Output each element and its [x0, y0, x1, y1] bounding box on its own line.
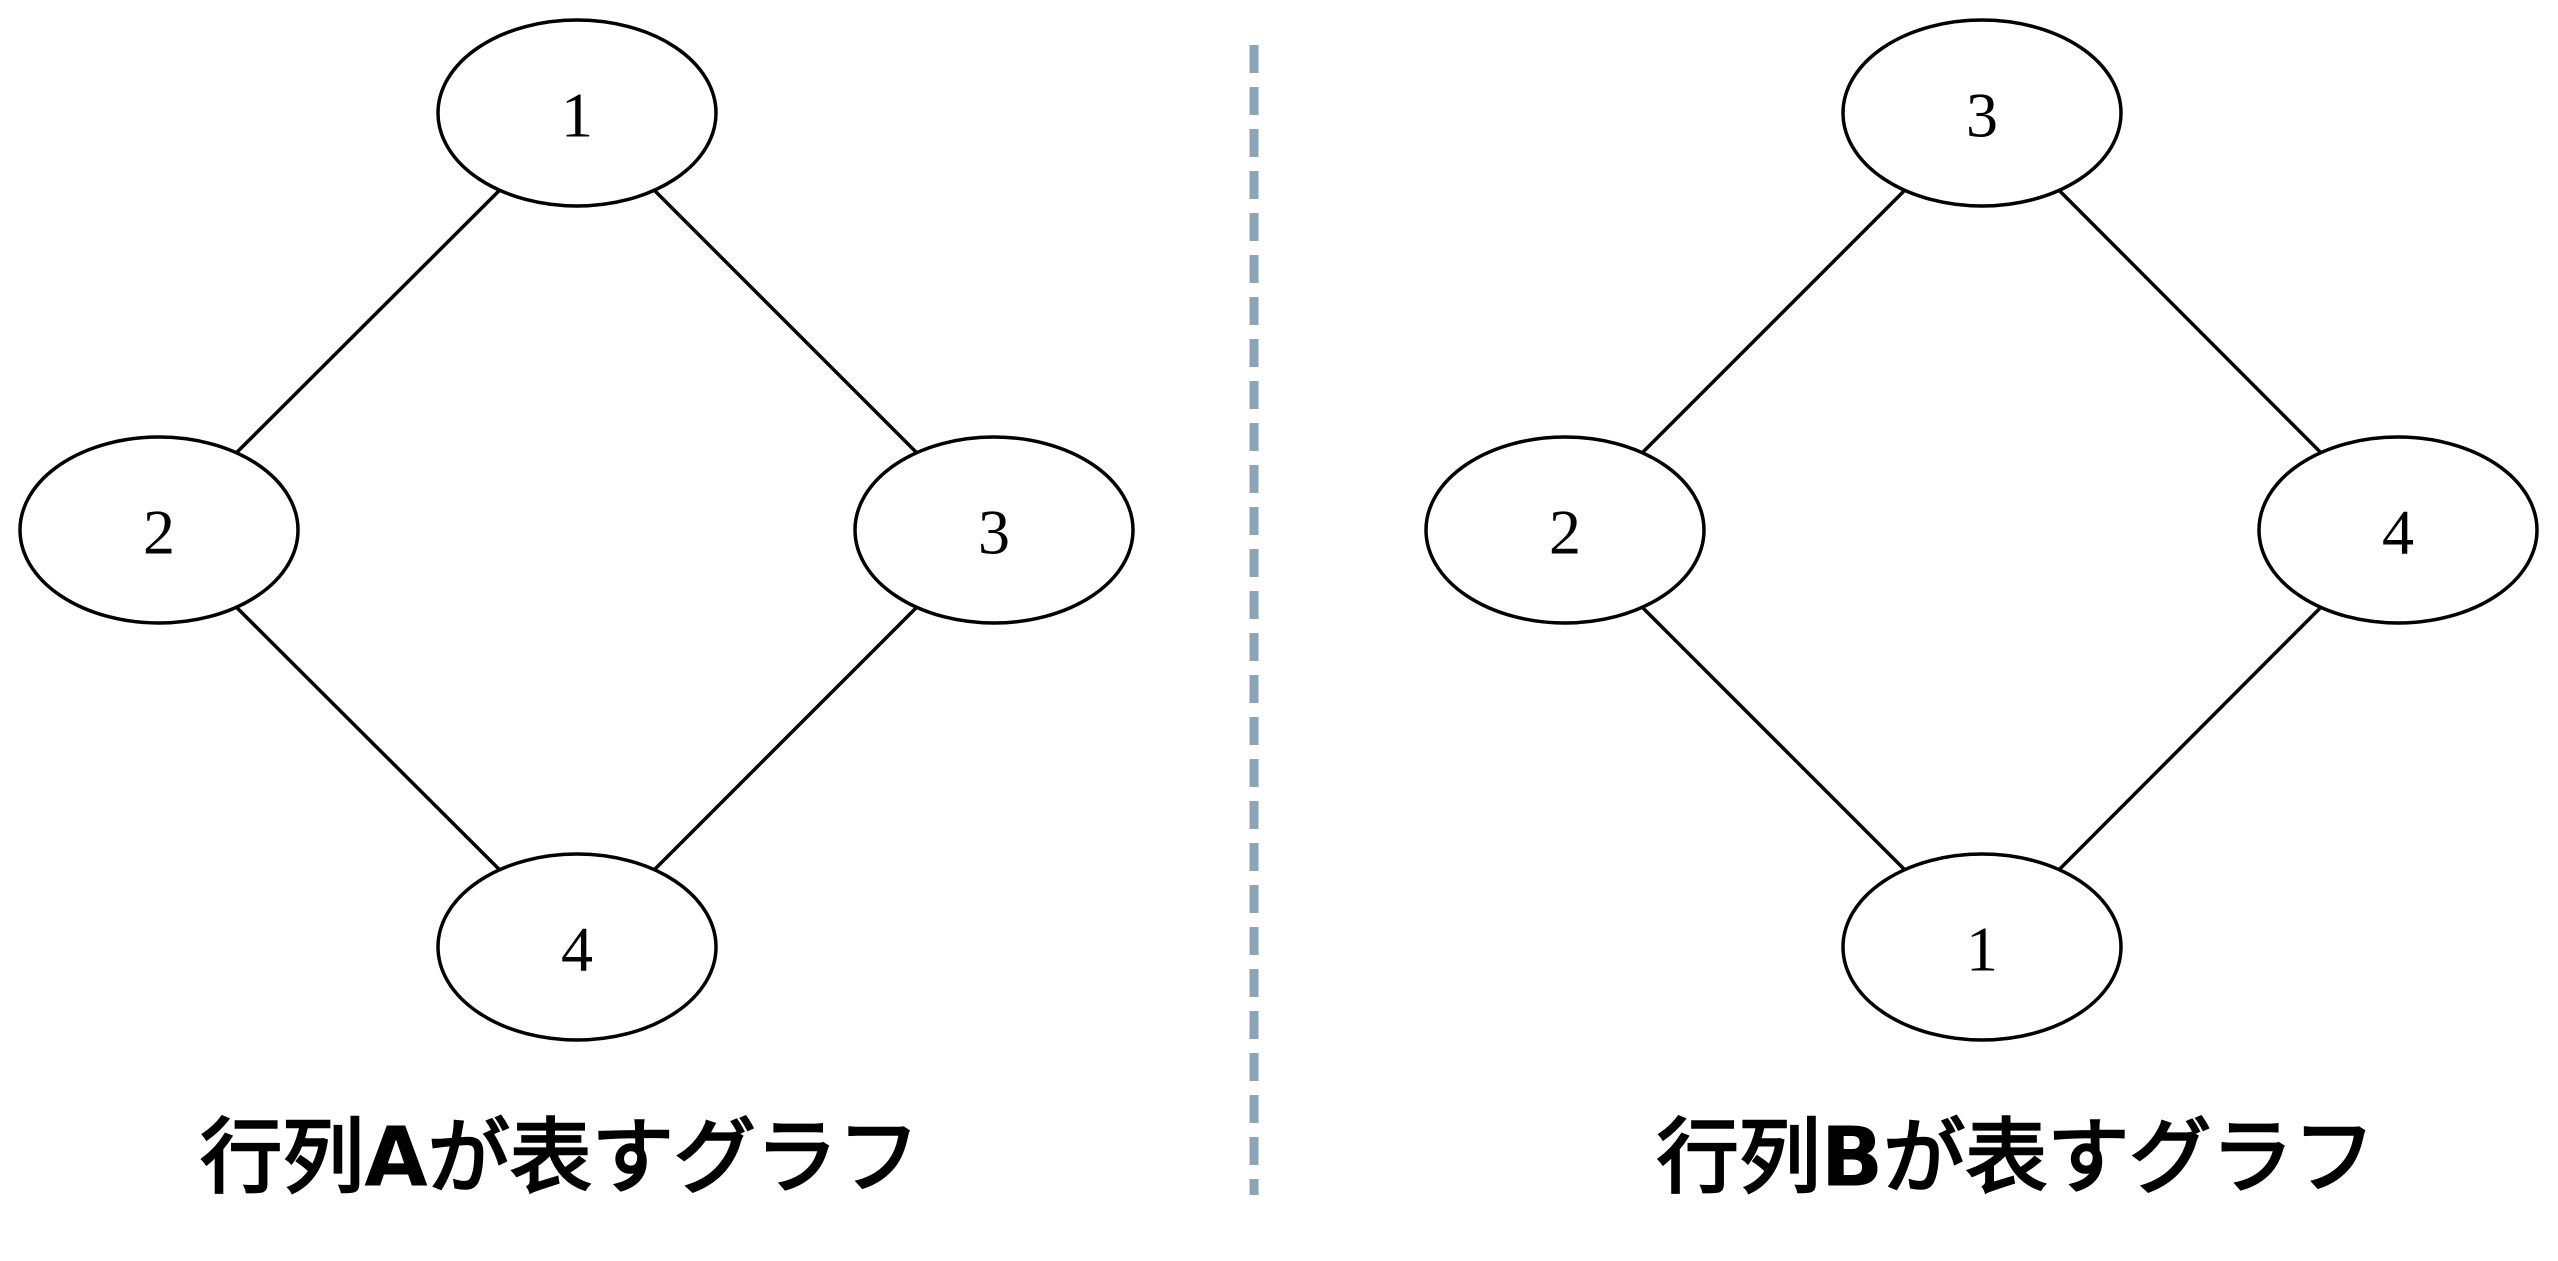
node-ellipse: [1841, 852, 2123, 1042]
graph-a-caption: 行列Aが表すグラフ: [200, 1111, 919, 1206]
graph-a-nodes: 1 2 3 4: [18, 18, 1135, 1042]
node-ellipse: [2257, 435, 2539, 625]
node-label: 1: [1966, 914, 1998, 985]
graph-edge-right-bottom: [653, 606, 918, 871]
node-label: 4: [2382, 497, 2414, 568]
graph-node-right: 4: [2257, 435, 2539, 625]
graph-b-nodes: 3 2 4 1: [1424, 18, 2539, 1042]
graph-b-caption: 行列Bが表すグラフ: [1657, 1111, 2376, 1206]
graph-panel-a: 1 2 3 4 行列Aが表すグラフ: [18, 18, 1135, 1206]
graph-node-top: 1: [436, 18, 718, 208]
graph-node-bottom: 4: [436, 852, 718, 1042]
graph-edge-top-left: [235, 188, 501, 455]
node-label: 2: [1549, 497, 1581, 568]
node-label: 1: [561, 80, 593, 151]
graph-edge-left-bottom: [235, 605, 501, 872]
node-ellipse: [436, 852, 718, 1042]
graph-a-edges: [235, 188, 918, 872]
graph-edge-top-left: [1641, 189, 1906, 454]
graph-edge-left-bottom: [1641, 606, 1906, 871]
node-label: 3: [1966, 80, 1998, 151]
node-ellipse: [18, 435, 300, 625]
node-ellipse: [853, 435, 1135, 625]
graph-node-bottom: 1: [1841, 852, 2123, 1042]
node-ellipse: [436, 18, 718, 208]
node-label: 4: [561, 914, 593, 985]
graph-edge-right-bottom: [2057, 606, 2323, 871]
graph-edge-top-right: [2057, 189, 2323, 454]
node-label: 2: [143, 497, 175, 568]
graph-node-right: 3: [853, 435, 1135, 625]
node-ellipse: [1424, 435, 1706, 625]
graph-node-left: 2: [1424, 435, 1706, 625]
graph-edge-top-right: [653, 189, 918, 454]
node-label: 3: [978, 497, 1010, 568]
graph-node-top: 3: [1841, 18, 2123, 208]
graph-panel-b: 3 2 4 1 行列Bが表すグラフ: [1424, 18, 2539, 1206]
node-ellipse: [1841, 18, 2123, 208]
graph-b-edges: [1641, 189, 2323, 871]
graph-node-left: 2: [18, 435, 300, 625]
